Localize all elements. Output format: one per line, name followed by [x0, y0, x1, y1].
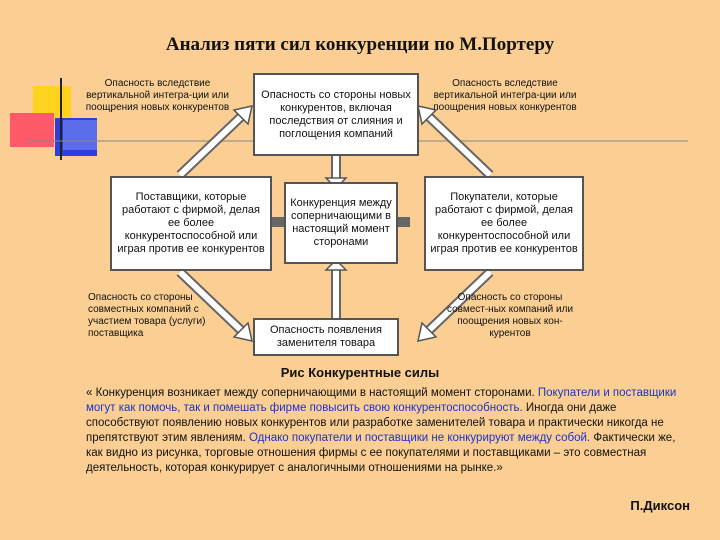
- box-substitutes: Опасность появления заменителя товара: [253, 318, 399, 356]
- box-new-entrants: Опасность со стороны новых конкурентов, …: [253, 73, 419, 156]
- figure-caption: Рис Конкурентные силы: [0, 365, 720, 380]
- box-rivalry: Конкуренция между соперничающими в насто…: [284, 182, 398, 264]
- quote-author: П.Диксон: [630, 498, 690, 513]
- box-buyers: Покупатели, которые работают с фирмой, д…: [424, 176, 584, 271]
- quote-part-4: Однако покупатели и поставщики не конкур…: [249, 432, 590, 444]
- note-top-left: Опасность вследствие вертикальной интегр…: [85, 78, 230, 114]
- quote-part-1: « Конкуренция возникает между соперничаю…: [86, 387, 535, 399]
- note-bottom-right: Опасность со стороны совмест-ных компани…: [440, 292, 580, 340]
- note-top-right: Опасность вследствие вертикальной интегр…: [430, 78, 580, 114]
- quote-paragraph: « Конкуренция возникает между соперничаю…: [86, 386, 686, 476]
- box-suppliers: Поставщики, которые работают с фирмой, д…: [110, 176, 272, 271]
- note-bottom-left: Опасность со стороны совместных компаний…: [88, 292, 238, 340]
